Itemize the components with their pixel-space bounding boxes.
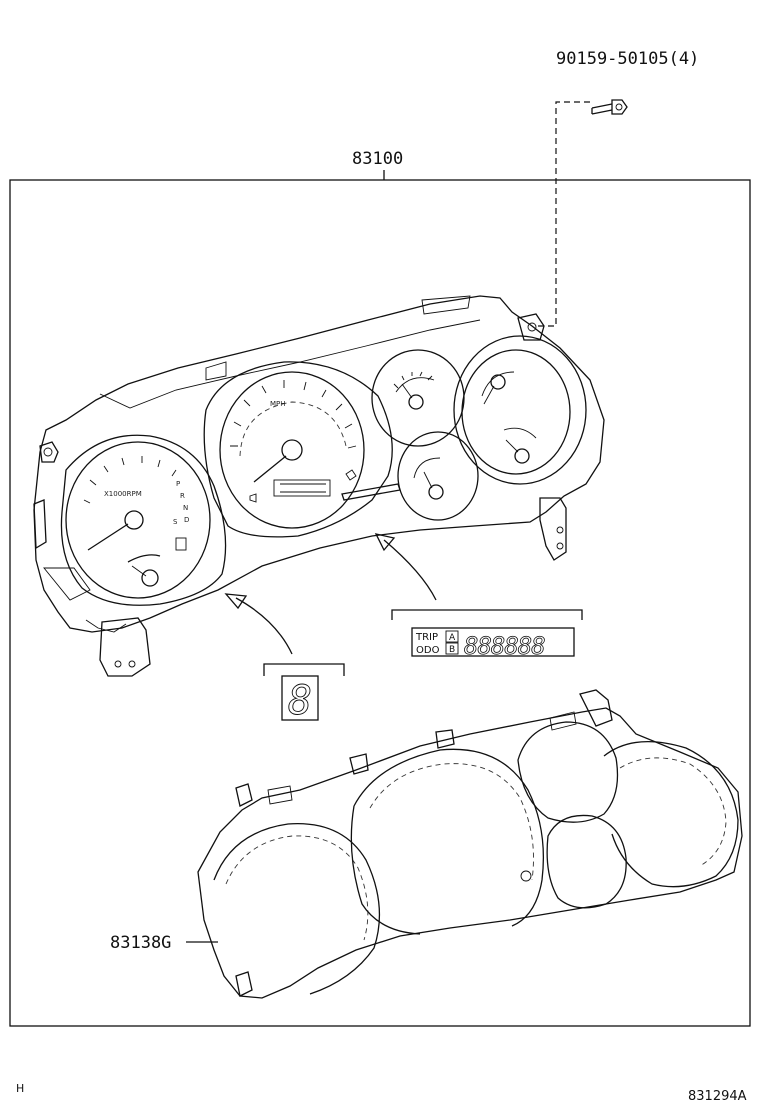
gear-digit: 8 [288,678,312,724]
gear-r: R [180,492,185,500]
tach-unit: X1000RPM [104,490,142,498]
footer-mark: H [16,1082,24,1095]
assembly-frame [9,179,751,1027]
trip-a-label: A [449,633,456,643]
tach-needle [87,523,129,551]
bolt-icon [591,99,628,115]
trip-label: TRIP [415,632,438,643]
odo-lcd [273,479,331,497]
gear-p: P [176,480,180,488]
gear-indicator-digit [175,537,187,551]
gear-n: N [183,504,188,512]
trip-b-label: B [449,645,455,655]
gear-d: D [184,516,189,524]
meter-cover-glass [197,689,743,999]
trip-reset-knob [341,483,401,501]
bolt-leader-line [534,101,590,327]
gear-digit-frame [281,675,319,721]
diagram-code: 831294A [688,1089,747,1104]
odometer-detail: TRIP ODO A B 888888 [391,609,583,660]
bolt-part-number: 90159-50105(4) [556,49,699,69]
odometer-detail-frame [411,627,575,657]
gear-s: S [173,518,178,526]
speedo-needle [253,455,287,483]
cover-part-number: 83138G [110,933,171,953]
speedo-unit: MPH [270,400,286,408]
odometer-digits: 888888 [464,632,545,660]
arrow-to-gear-display [224,593,293,655]
gear-digit-detail: 8 [263,663,345,724]
combination-meter: X1000RPM P R N D S MPH [33,295,605,677]
odo-label: ODO [416,645,440,656]
arrow-to-odo-display [374,533,437,601]
assembly-part-number: 83100 [352,149,403,169]
